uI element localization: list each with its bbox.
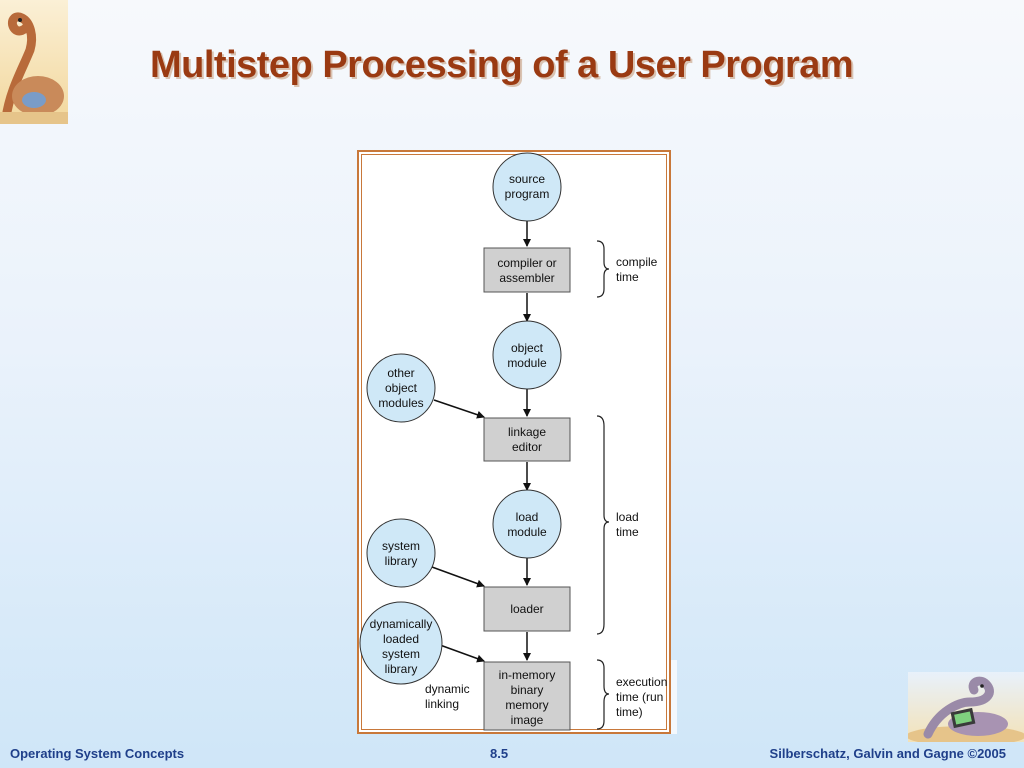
object-module-line1: object [511,341,544,355]
in-memory-image-node: in-memory binary memory image [483,661,571,731]
source-program-line1: source [509,172,545,186]
memory-line4: image [511,713,544,727]
other-object-modules-node: other object modules [366,353,436,423]
footer-copyright: Silberschatz, Galvin and Gagne ©2005 [769,746,1006,761]
compile-time-brace [596,240,610,298]
loader-label: loader [510,602,543,616]
compile-time-line1: compile [616,255,658,269]
dynamic-library-line4: library [385,662,418,676]
dynamic-library-line1: dynamically [370,617,433,631]
load-time-line1: load [616,510,639,524]
source-program-line2: program [505,187,550,201]
load-module-line2: module [507,525,547,539]
edge-syslib-to-loader [431,566,485,588]
compiler-line2: assembler [499,271,554,285]
edge-other-to-linkage [433,399,485,419]
other-modules-line3: modules [378,396,423,410]
system-library-line1: system [382,539,420,553]
system-library-line2: library [385,554,418,568]
object-module-line2: module [507,356,547,370]
linkage-line1: linkage [508,425,546,439]
system-library-node: system library [366,518,436,588]
load-module-line1: load [516,510,539,524]
execution-time-line3: time) [616,705,643,719]
dinosaur-logo-top [0,0,68,124]
edge-dynlib-to-memory [439,644,485,663]
dynamic-library-line2: loaded [383,632,419,646]
linkage-editor-node: linkage editor [483,417,571,462]
load-time-brace [596,415,610,635]
dynamic-library-line3: system [382,647,420,661]
execution-time-line1: execution [616,675,667,689]
compiler-node: compiler or assembler [483,247,571,293]
compiler-line1: compiler or [497,256,556,270]
dynamic-linking-line1: dynamic [425,682,470,696]
compile-time-line2: time [616,270,639,284]
other-modules-line1: other [387,366,414,380]
load-module-node: load module [492,489,562,559]
execution-time-line2: time (run [616,690,663,704]
dynamic-library-node: dynamically loaded system library [359,601,443,685]
linkage-line2: editor [512,440,542,454]
object-module-node: object module [492,320,562,390]
load-time-line2: time [616,525,639,539]
dynamic-linking-line2: linking [425,697,459,711]
footer-slide-number: 8.5 [490,746,509,761]
dinosaur-logo-bottom [908,672,1024,742]
other-modules-line2: object [385,381,418,395]
loader-node: loader [483,586,571,632]
memory-line3: memory [505,698,548,712]
slide-title: Multistep Processing of a User Program [150,44,854,86]
memory-line1: in-memory [499,668,556,682]
execution-time-brace [596,659,610,730]
footer-course-title: Operating System Concepts [10,746,185,761]
memory-line2: binary [511,683,544,697]
source-program-node: source program [492,152,562,222]
